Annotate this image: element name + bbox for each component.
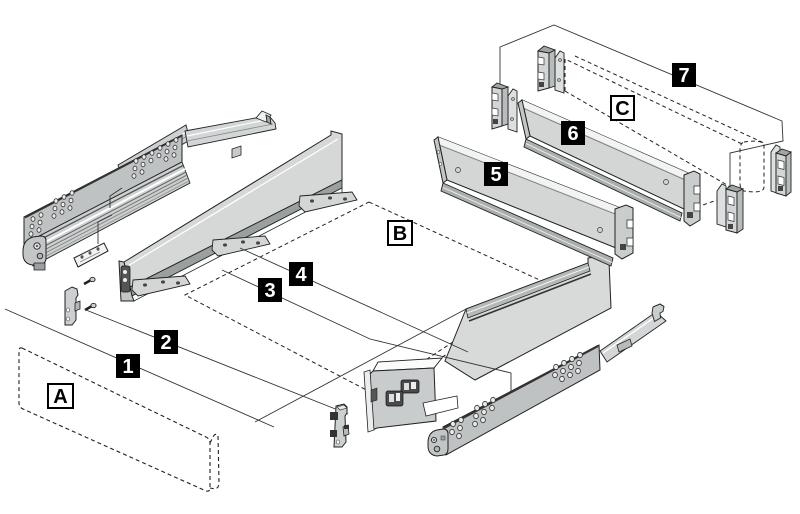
svg-text:1: 1 bbox=[122, 356, 133, 378]
svg-text:5: 5 bbox=[490, 164, 501, 186]
svg-text:6: 6 bbox=[567, 123, 578, 145]
svg-text:7: 7 bbox=[678, 65, 689, 87]
svg-text:3: 3 bbox=[264, 280, 275, 302]
svg-text:2: 2 bbox=[160, 332, 171, 354]
svg-text:B: B bbox=[393, 223, 407, 245]
svg-text:4: 4 bbox=[295, 264, 307, 286]
svg-text:A: A bbox=[53, 386, 67, 408]
svg-text:C: C bbox=[615, 98, 629, 120]
